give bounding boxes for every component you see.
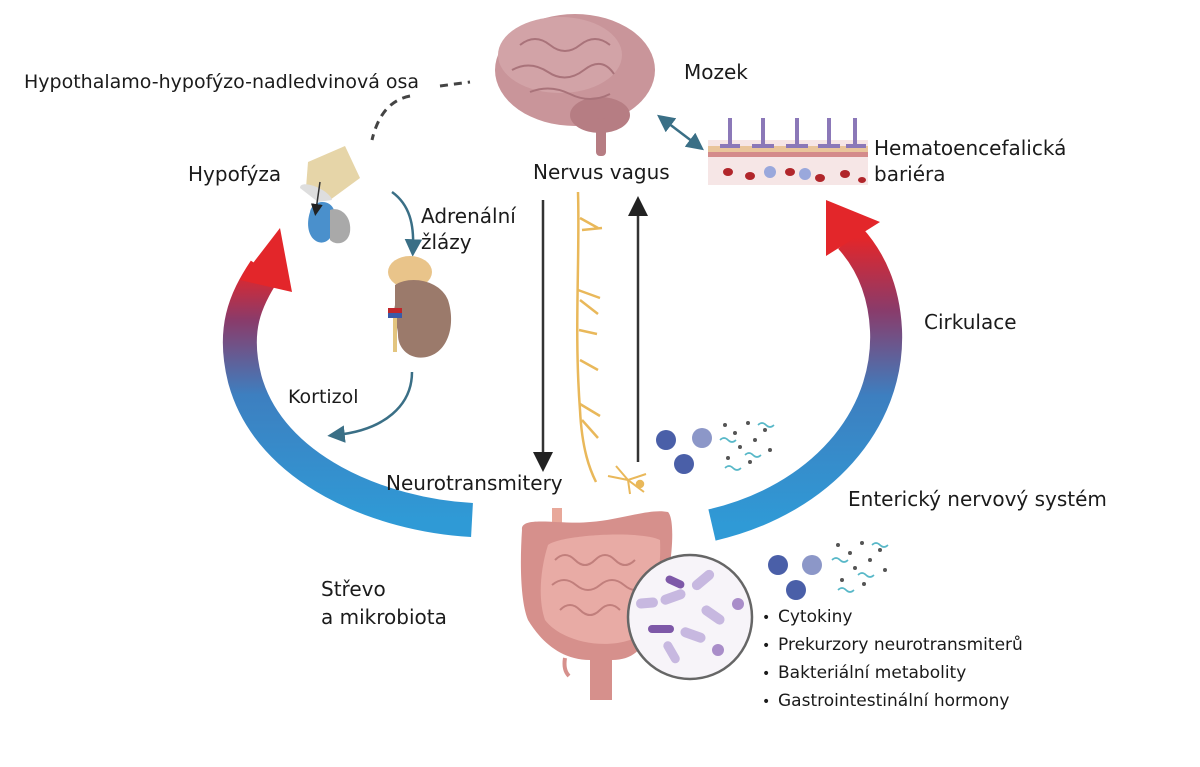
pituitary-icon [300, 146, 360, 244]
gut-label-line2: a mikrobiota [321, 605, 447, 629]
adrenal-kidney-icon [388, 256, 452, 358]
cortisol-arrow [327, 371, 414, 443]
signal-item: Bakteriální metabolity [762, 660, 1023, 688]
vagus-nerve-label: Nervus vagus [533, 160, 670, 184]
right-arrowhead-icon [826, 200, 880, 256]
adrenal-label-line2: žlázy [421, 230, 472, 254]
left-arrowhead-icon [240, 228, 292, 292]
signal-item: Cytokiny [762, 604, 1023, 632]
pituitary-label: Hypofýza [188, 162, 282, 186]
signals-list: Cytokiny Prekurzory neurotransmiterů Bak… [762, 604, 1023, 716]
pituitary-adrenal-arrow [391, 190, 423, 257]
vagus-nerve-icon [576, 191, 647, 495]
right-circulation-arrow [708, 200, 903, 541]
microbiota-magnifier-icon [626, 553, 754, 681]
hpa-dashed-line [370, 80, 471, 141]
signal-item: Gastrointestinální hormony [762, 688, 1023, 716]
enteric-ns-label: Enterický nervový systém [848, 487, 1107, 511]
bbb-label-line2: bariéra [874, 162, 946, 186]
bbb-label-line1: Hematoencefalická [874, 136, 1067, 160]
brain-icon [495, 14, 655, 156]
adrenal-label-line1: Adrenální [421, 204, 516, 228]
brain-label: Mozek [684, 60, 748, 84]
molecules-upper-icon [656, 421, 775, 474]
hpa-axis-label: Hypothalamo-hypofýzo-nadledvinová osa [24, 71, 420, 93]
blood-brain-barrier-icon [708, 118, 868, 185]
molecules-lower-icon [768, 541, 889, 600]
brain-bbb-arrow [657, 114, 704, 151]
circulation-label: Cirkulace [924, 310, 1017, 334]
neurotransmitters-label: Neurotransmitery [386, 471, 563, 495]
gut-label-line1: Střevo [321, 577, 386, 601]
signal-item: Prekurzory neurotransmiterů [762, 632, 1023, 660]
cortisol-label: Kortizol [288, 386, 359, 408]
left-circulation-arrow [222, 228, 474, 537]
